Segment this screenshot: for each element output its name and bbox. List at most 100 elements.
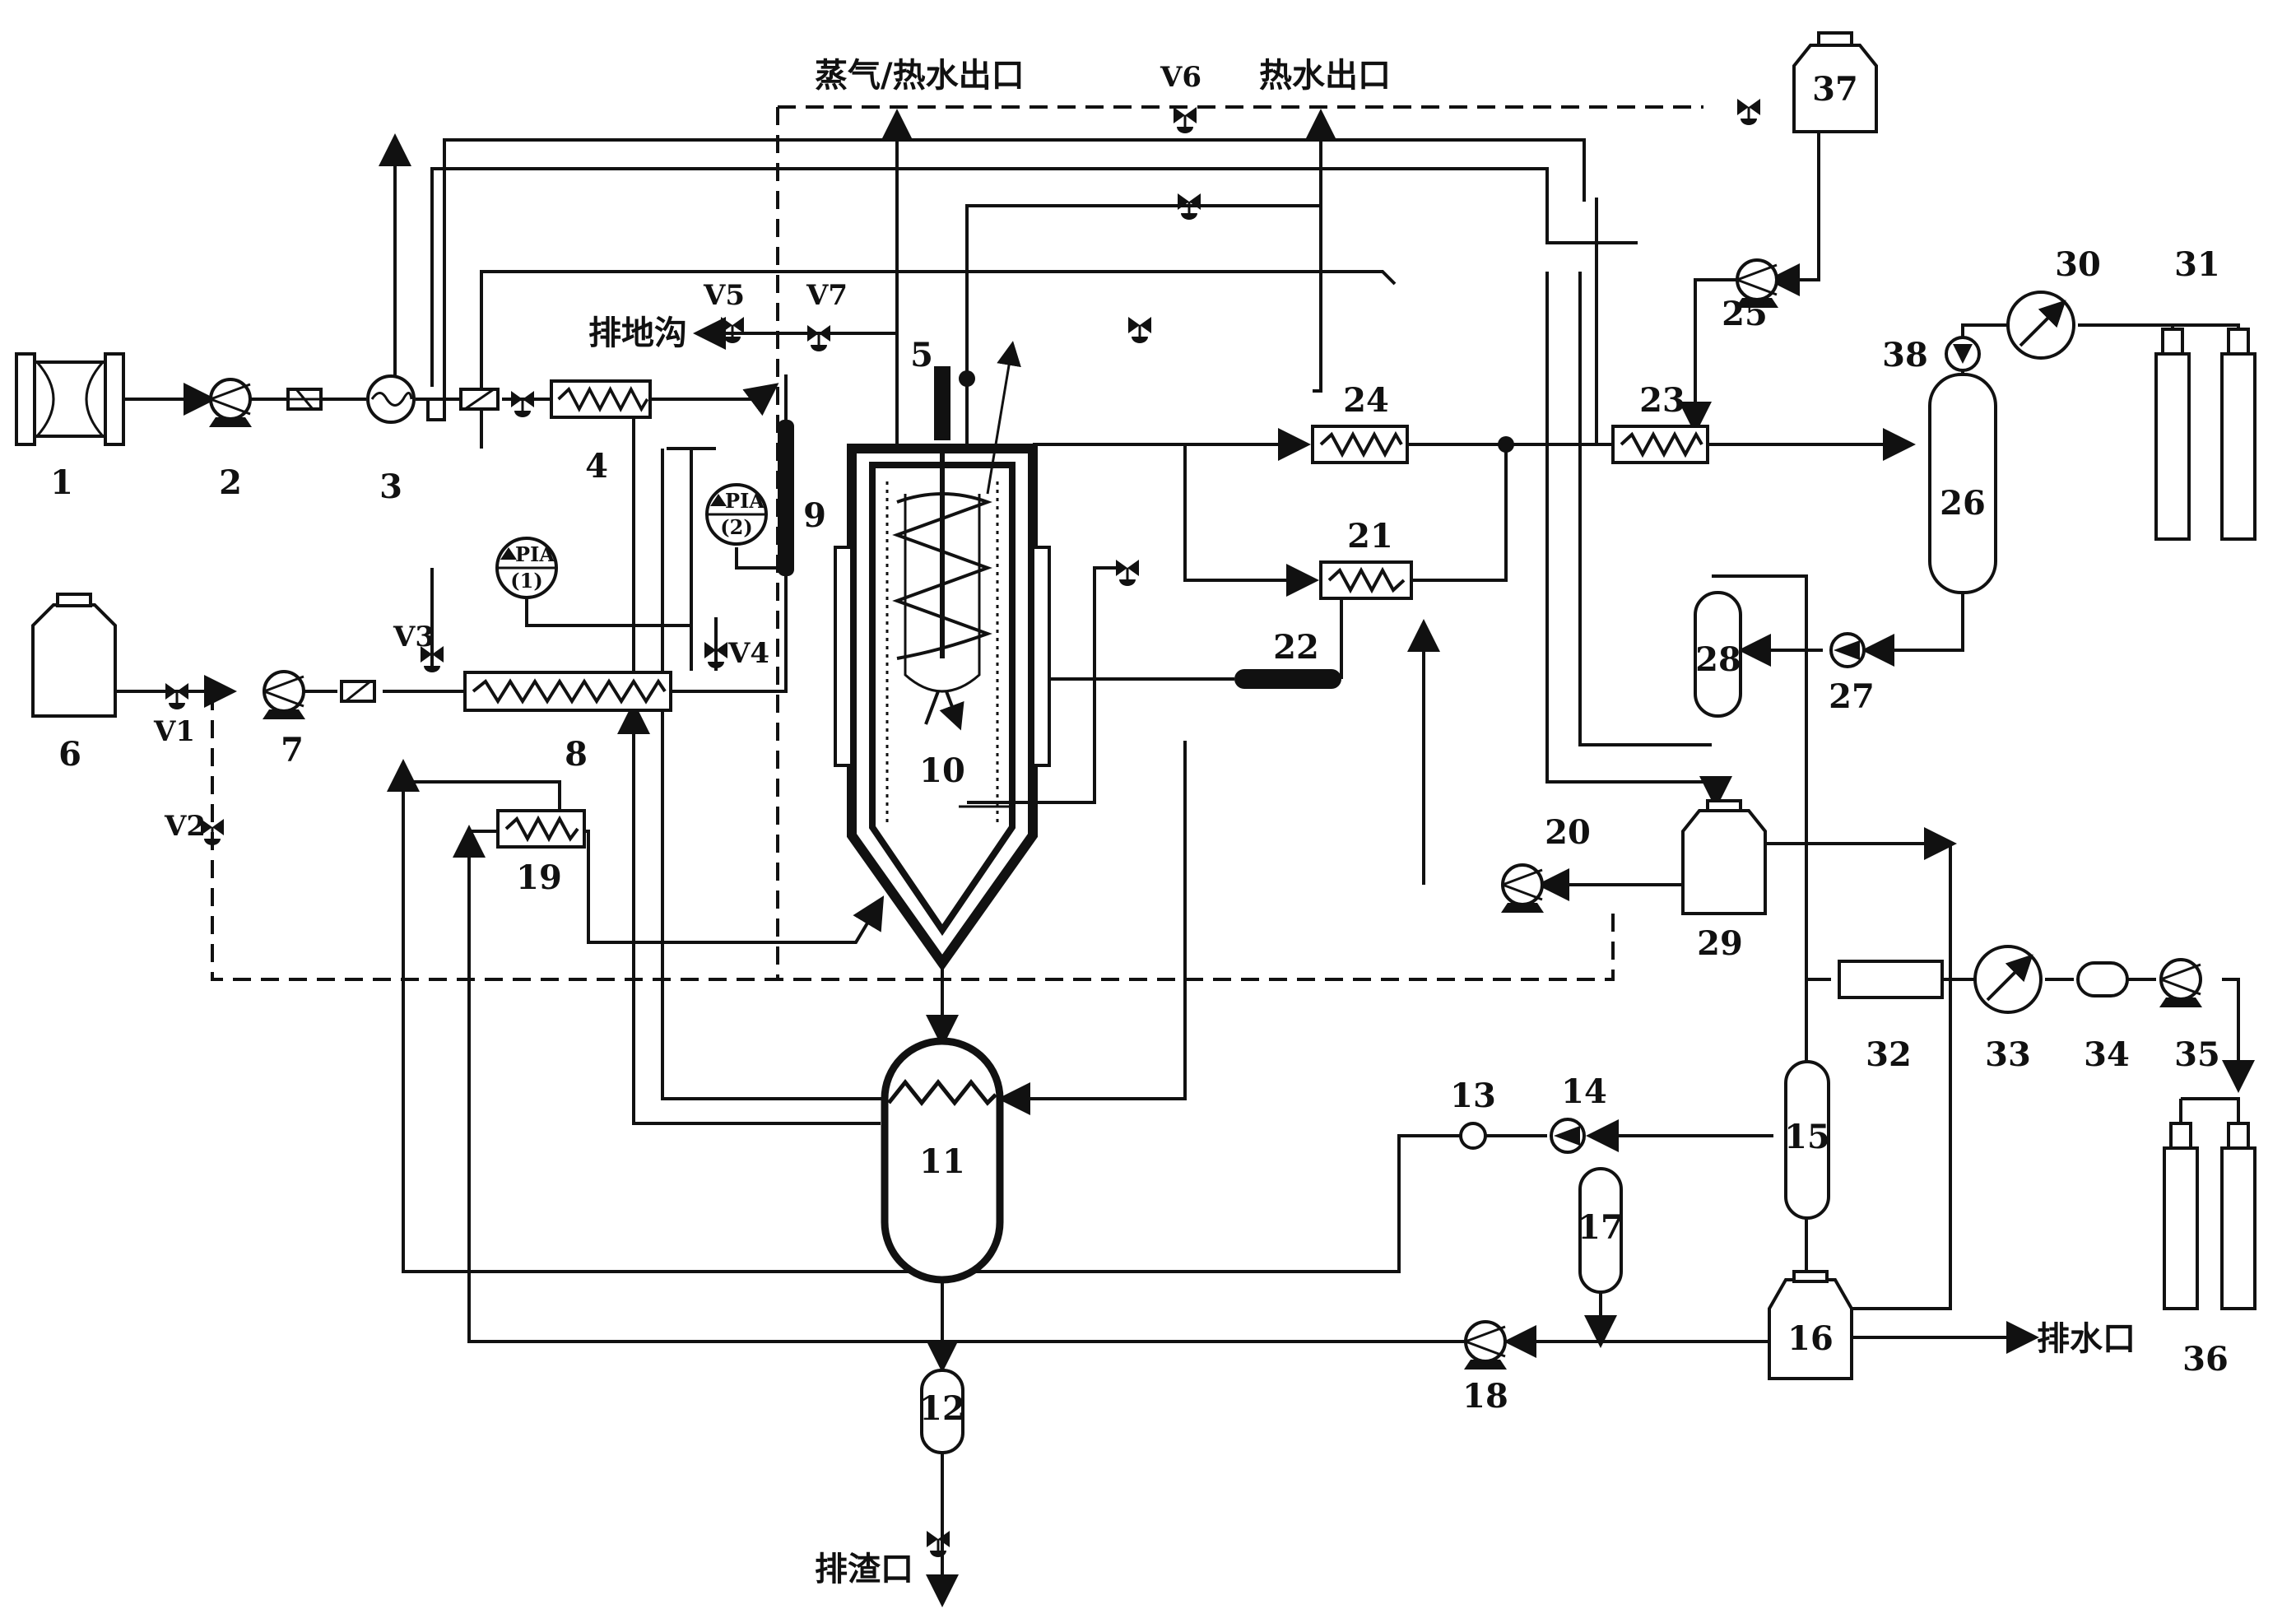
label-v4: V4 <box>727 637 769 670</box>
label-v7: V7 <box>806 279 848 312</box>
component-30-flowmeter <box>2006 291 2075 360</box>
component-5-motor <box>934 366 950 440</box>
pipe-21-out <box>1411 444 1508 582</box>
valve-reactor-top-icon <box>1127 315 1153 345</box>
component-38-valve <box>1945 336 1981 372</box>
dashed-signal-top <box>211 105 1703 981</box>
outlet-slag: 排渣口 <box>815 1551 913 1588</box>
component-24-heat-exchanger <box>1311 425 1409 464</box>
component-23-heat-exchanger <box>1611 425 1709 464</box>
label-v2: V2 <box>164 810 206 843</box>
label-20: 20 <box>1545 813 1591 852</box>
label-13: 13 <box>1450 1077 1496 1115</box>
component-37-tank <box>1792 31 1878 133</box>
pipe-37-to-23 <box>1767 107 1820 296</box>
valve-slag-icon <box>925 1529 951 1559</box>
label-16: 16 <box>1787 1319 1834 1358</box>
label-33: 33 <box>1985 1035 2031 1074</box>
component-3-heater <box>366 374 416 424</box>
label-5: 5 <box>910 336 933 374</box>
label-v6: V6 <box>1160 61 1201 94</box>
valve-v7-icon <box>806 323 832 353</box>
pump-20-icon <box>1499 863 1545 914</box>
label-pia2-idx: (2) <box>720 515 752 539</box>
component-27-valve <box>1829 632 1866 668</box>
label-11: 11 <box>919 1142 965 1181</box>
pipe-25-to-23 <box>1679 278 1736 435</box>
pipe-loop-a <box>426 138 1586 421</box>
label-23: 23 <box>1639 381 1685 420</box>
valve-top-icon <box>1176 192 1202 221</box>
component-11-vessel <box>881 1037 1004 1284</box>
label-25: 25 <box>1722 295 1768 333</box>
component-10-reactor <box>834 341 1051 972</box>
component-29-tank <box>1681 799 1767 915</box>
filter-b-icon <box>459 388 500 411</box>
label-pia1-tag: PIA <box>515 542 555 566</box>
component-31-gas-cylinders <box>2154 328 2256 541</box>
component-14-valve <box>1550 1118 1586 1154</box>
pipe-36-split <box>2179 1097 2240 1123</box>
outlet-hot-water: 热水出口 <box>1259 57 1391 95</box>
valve-v6-icon <box>1172 105 1198 135</box>
outlet-steam-hot-water: 蒸气/热水出口 <box>815 57 1025 95</box>
label-15: 15 <box>1784 1118 1830 1156</box>
component-15-column <box>1784 1060 1830 1220</box>
pipe-11-loop <box>997 741 1187 1115</box>
pipe-19 <box>469 830 881 944</box>
pipe-28-loop <box>1578 272 1808 1062</box>
component-32-filter <box>1838 960 1944 999</box>
label-7: 7 <box>281 731 304 770</box>
pipe-8-to-4 <box>632 412 664 675</box>
label-1: 1 <box>50 463 73 502</box>
pipe-18-loop <box>453 825 1465 1343</box>
gauge-pia-1 <box>495 537 558 599</box>
label-18: 18 <box>1462 1377 1508 1416</box>
pipe-26-to-27 <box>1861 593 1964 667</box>
component-22-bar <box>1234 669 1341 689</box>
label-27: 27 <box>1829 677 1875 716</box>
component-26-column <box>1928 373 1997 594</box>
label-29: 29 <box>1697 924 1743 963</box>
label-31: 31 <box>2174 245 2220 284</box>
label-19: 19 <box>516 858 562 897</box>
check-valve-a-icon <box>509 389 536 419</box>
pipe-pia2 <box>735 547 786 570</box>
pipe-19-up <box>403 780 561 811</box>
label-3: 3 <box>379 467 402 506</box>
outlet-drain-ditch: 排地沟 <box>588 314 687 352</box>
component-13-node <box>1459 1122 1487 1150</box>
label-28: 28 <box>1695 640 1741 679</box>
component-9-column <box>778 420 794 576</box>
label-10: 10 <box>919 751 965 790</box>
label-14: 14 <box>1561 1072 1607 1111</box>
component-34-filter <box>2076 961 2129 997</box>
label-30: 30 <box>2055 245 2101 284</box>
label-v5: V5 <box>703 279 745 312</box>
pipe-loop-c <box>430 167 1638 387</box>
pump-18-icon <box>1462 1320 1508 1371</box>
label-22: 22 <box>1273 628 1319 667</box>
valve-37-icon <box>1736 97 1762 127</box>
valve-v1-icon <box>164 681 190 711</box>
label-38: 38 <box>1882 336 1928 374</box>
junction-dot <box>1498 436 1514 453</box>
pipe-16-loop <box>1852 844 1952 1310</box>
label-12: 12 <box>919 1389 965 1428</box>
label-4: 4 <box>585 447 608 486</box>
component-33-flowmeter <box>1973 945 2043 1014</box>
pipe-11-left <box>617 701 881 1125</box>
pipe-loop-d <box>480 270 1397 449</box>
label-36: 36 <box>2182 1340 2229 1379</box>
label-35: 35 <box>2174 1035 2220 1074</box>
label-34: 34 <box>2084 1035 2130 1074</box>
pipe-30-to-31 <box>2078 323 2240 350</box>
label-9: 9 <box>803 496 826 535</box>
label-pia2-tag: PIA <box>725 489 765 513</box>
label-v1: V1 <box>153 715 195 748</box>
label-pia1-idx: (1) <box>510 569 542 593</box>
label-26: 26 <box>1940 484 1986 523</box>
pipe-pia1 <box>525 588 691 627</box>
label-37: 37 <box>1812 70 1858 109</box>
